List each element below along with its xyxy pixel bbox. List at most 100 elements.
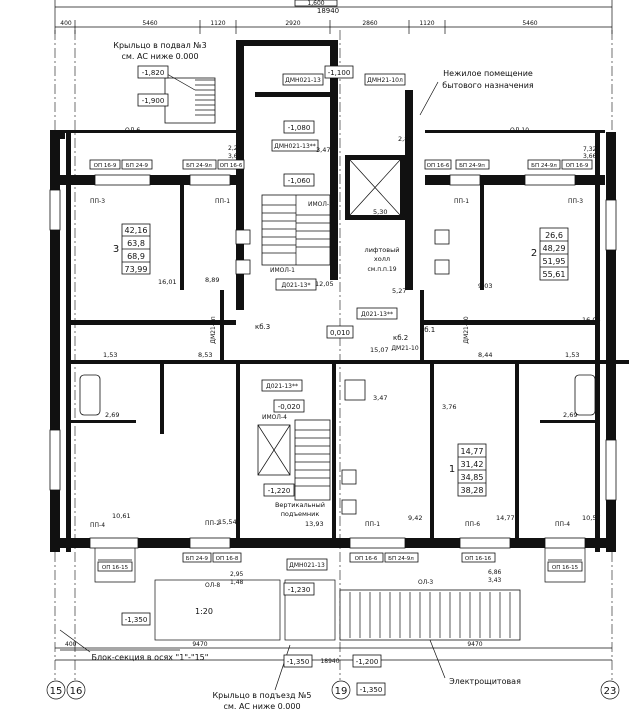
op-top-1: ОП 16-9 <box>94 163 117 169</box>
vertical-lift <box>257 424 291 476</box>
lift-hall-label: лифтовый <box>365 246 400 254</box>
ol-1: ОЛ-6 <box>125 127 140 134</box>
op-bot-5: ОП 16-15 <box>552 565 579 571</box>
dim-seg-1: 5460 <box>142 20 157 27</box>
door-dm-2: ДМ21-10 <box>391 345 418 352</box>
axis-19: 19 <box>335 686 348 697</box>
porch-entrance-label: Крыльцо в подъезд №5 <box>212 691 311 700</box>
val-148: 1,48 <box>230 579 244 586</box>
level-5: -1,060 <box>288 177 311 185</box>
room-area-r17: 15,54 <box>218 518 237 526</box>
room-area-r9: 15,07 <box>370 346 389 354</box>
stair-lower <box>294 419 331 501</box>
porch-basement-sub: см. АС ниже 0.000 <box>121 52 198 61</box>
lift-hall-ref: см.п.п.19 <box>367 266 396 273</box>
entrance-porch <box>154 579 336 641</box>
room-area-r4: 5,27 <box>392 287 406 295</box>
level-12: -1,350 <box>360 686 383 694</box>
room-area-r1: 16,01 <box>158 278 177 286</box>
val-686: 6,86 <box>488 569 502 576</box>
door-dm-1: ДМ21-9п <box>210 316 217 343</box>
bp-top-3: БП 24-9п <box>459 163 485 169</box>
bathtubs <box>79 374 596 416</box>
door-dm-3: ДМ21-10 <box>463 316 470 343</box>
pp-4: ПП-3 <box>568 198 583 205</box>
door-dmn-3: ДМН021-13** <box>274 143 316 150</box>
room-area-r6: 16,03 <box>582 316 601 324</box>
bp-bot-1: БП 24-9 <box>186 556 209 562</box>
bp-bot-2: БП 24-9л <box>388 556 414 562</box>
apartment-2 <box>539 227 569 281</box>
level-9: -1,350 <box>125 616 148 624</box>
level-1: -1,820 <box>142 69 165 77</box>
outer-walls <box>50 40 629 552</box>
apt-1-number: 1 <box>449 464 455 475</box>
dim-seg-2: 1120 <box>210 20 225 27</box>
vertical-lift-label-2: подъемник <box>281 510 320 518</box>
axis-15: 15 <box>50 686 63 697</box>
val-362: 3,62 <box>228 153 242 160</box>
ol-2: ОЛ-10 <box>510 127 529 134</box>
op-top-3: ОП 16-6 <box>427 163 450 169</box>
non-residential-sub: бытового назначения <box>442 81 534 90</box>
top-op-boxes <box>89 159 593 170</box>
dim-seg-5: 1120 <box>419 20 434 27</box>
level-11: -1,200 <box>356 658 379 666</box>
level-8: -1,230 <box>288 586 311 594</box>
lift-hall-label-2: холл <box>374 255 390 263</box>
apt-2-area-c: 51,95 <box>543 257 566 266</box>
level-2: -1,900 <box>142 97 165 105</box>
op-top-2: ОП 16-6 <box>220 163 243 169</box>
bottom-balconies <box>94 548 586 583</box>
pp-2: ПП-1 <box>215 198 230 205</box>
room-area-r19: 9,42 <box>408 514 422 522</box>
val-732: 7,32 <box>583 146 597 153</box>
pp-9: ПП-4 <box>555 521 570 528</box>
dim-seg-4: 2860 <box>362 20 377 27</box>
stair-core <box>261 194 331 266</box>
apartment-3 <box>121 223 151 275</box>
top-dimension-lines <box>54 0 613 34</box>
level-10: -1,350 <box>287 658 310 666</box>
room-area-r23: 5,30 <box>373 208 387 216</box>
porch-basement-label: Крыльцо в подвал №3 <box>113 41 206 50</box>
level-13: 0,010 <box>330 329 350 337</box>
val-366: 3,66 <box>583 153 597 160</box>
op-bot-4: ОП 16-16 <box>465 556 492 562</box>
top-box-dimension: 1,600 <box>307 0 324 7</box>
room-area-r2: 8,89 <box>205 276 219 284</box>
pp-3: ПП-1 <box>454 198 469 205</box>
level-4: -1,080 <box>288 124 311 132</box>
val-343: 3,43 <box>488 577 502 584</box>
scale-note: 1:20 <box>195 607 213 616</box>
kb-1: кб.3 <box>255 323 270 331</box>
axis-16: 16 <box>70 686 83 697</box>
dim-seg-3: 2920 <box>285 20 300 27</box>
apt-2-area-a: 26,6 <box>545 231 563 240</box>
room-area-r20: 14,77 <box>496 514 515 522</box>
top-total-dimension: 18940 <box>317 7 339 15</box>
op-top-4: ОП 16-9 <box>566 163 589 169</box>
stair-basement <box>164 77 216 124</box>
ol-3: ОЛ-3 <box>418 579 433 586</box>
op-bot-2: ОП 16-8 <box>216 556 239 562</box>
bottom-dim-right: 9470 <box>467 641 482 648</box>
level-mark-boxes <box>121 65 386 696</box>
bottom-op-boxes <box>97 552 583 572</box>
room-area-r14: 3,76 <box>442 403 456 411</box>
room-area-r22: 2,82 <box>398 135 412 143</box>
block-section-label: Блок-секция в осях "1"-"15" <box>92 653 209 662</box>
apt-1-area-c: 34,85 <box>461 473 484 482</box>
door-dmn-2: ДМН21-10л <box>367 77 403 84</box>
room-area-r16: 10,61 <box>112 512 131 520</box>
electrical-room <box>339 589 521 641</box>
bottom-dimension-lines <box>55 647 612 661</box>
room-area-r5: 9,03 <box>478 282 492 290</box>
room-area-r13: 3,47 <box>373 394 387 402</box>
pp-7: ПП-1 <box>365 521 380 528</box>
room-area-r3: 12,05 <box>315 280 334 288</box>
ol-bot-1: ОЛ-8 <box>205 582 220 589</box>
electrical-label: Электрощитовая <box>449 677 521 686</box>
room-area-r24: 3,47 <box>316 146 330 154</box>
